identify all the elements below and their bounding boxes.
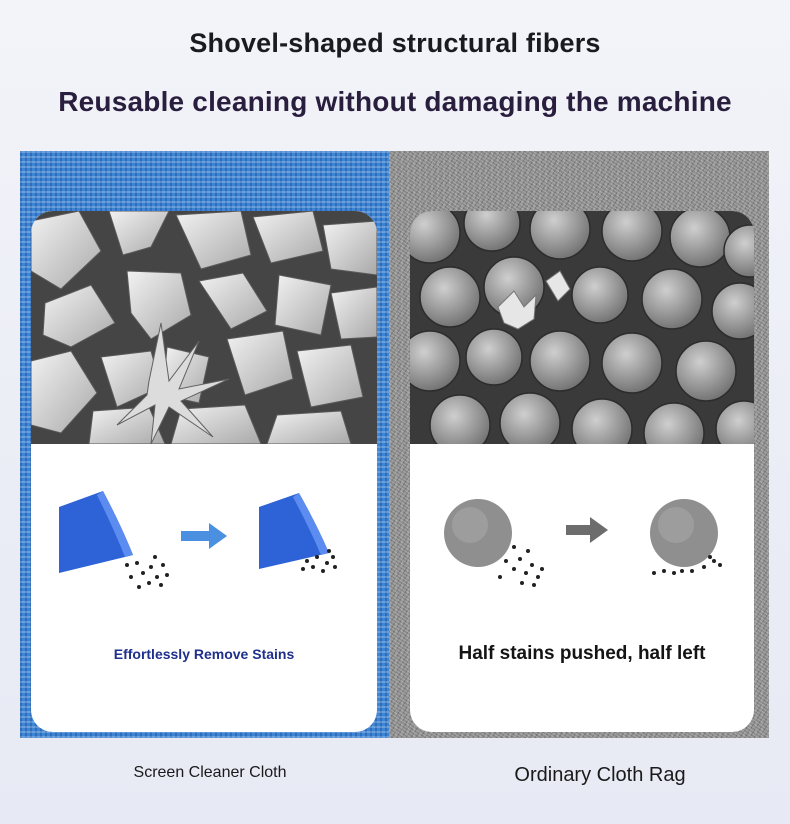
screen-cleaner-card: Effortlessly Remove Stains <box>31 211 377 732</box>
ordinary-cloth-rag-panel: Half stains pushed, half left <box>389 151 769 738</box>
arrow-right-icon <box>566 517 608 543</box>
ordinary-cloth-rag-label: Ordinary Cloth Rag <box>514 764 686 786</box>
round-fiber-micrograph <box>410 211 754 444</box>
circle-shape-icon <box>444 499 512 567</box>
wedge-shape-icon <box>59 491 133 573</box>
wedge-shape-icon-after <box>259 493 329 569</box>
screen-cleaner-cloth-panel: Effortlessly Remove Stains <box>20 151 389 738</box>
page-title: Shovel-shaped structural fibers <box>189 28 601 58</box>
page-subtitle: Reusable cleaning without damaging the m… <box>58 86 732 117</box>
shovel-fiber-micrograph <box>31 211 377 444</box>
left-caption: Effortlessly Remove Stains <box>113 646 295 662</box>
ordinary-rag-card: Half stains pushed, half left <box>410 211 754 732</box>
right-caption: Half stains pushed, half left <box>458 643 706 664</box>
arrow-right-icon <box>181 523 227 549</box>
circle-shape-icon-after <box>650 499 718 567</box>
wedge-cleaning-diagram <box>59 491 337 589</box>
round-fiber-cleaning-diagram <box>444 499 722 587</box>
screen-cleaner-cloth-label: Screen Cleaner Cloth <box>133 764 287 781</box>
